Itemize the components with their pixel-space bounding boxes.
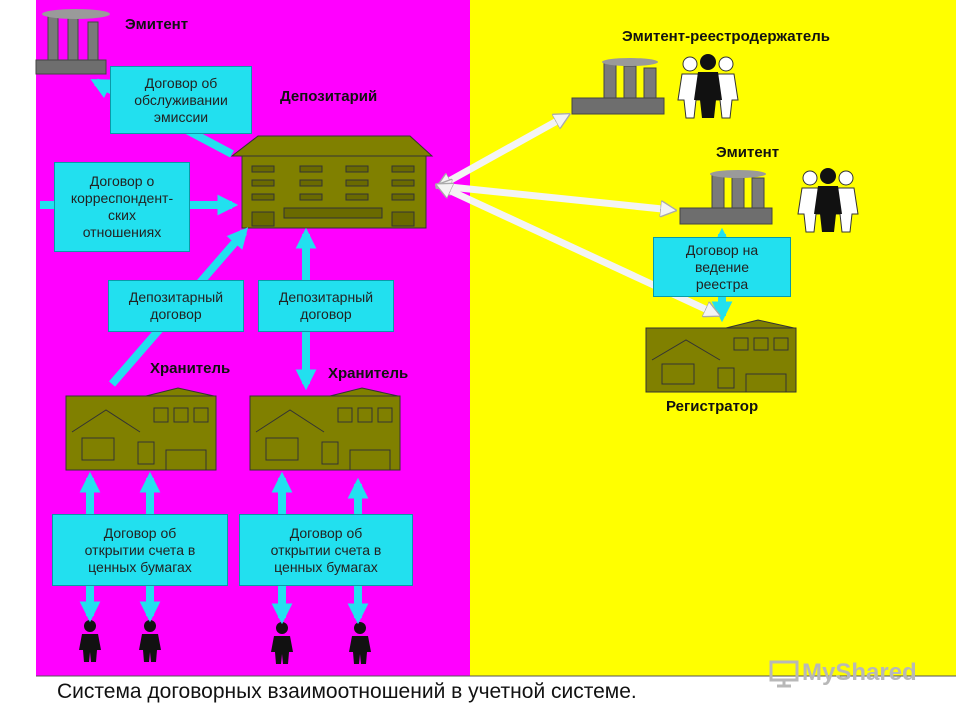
- factory-icon: [571, 58, 665, 115]
- custodian-1-label: Хранитель: [150, 360, 231, 377]
- account-opening-contract-box: Договор об открытии счета в ценных бумаг…: [52, 514, 228, 586]
- arrow-icon: [440, 116, 566, 186]
- factory-icon: [35, 9, 110, 75]
- issue-service-contract-box: Договор об обслуживании эмиссии: [110, 66, 252, 134]
- issuer-top-label: Эмитент: [125, 16, 189, 33]
- depository-building-icon: [230, 135, 434, 229]
- watermark: MyShared: [768, 658, 917, 688]
- person-icon: [139, 620, 161, 662]
- custodian-2-label: Хранитель: [328, 365, 409, 382]
- presentation-icon: [769, 660, 799, 688]
- depository-contract-box: Депозитарный договор: [108, 280, 244, 332]
- house-icon: [65, 387, 217, 471]
- account-opening-contract-box: Договор об открытии счета в ценных бумаг…: [239, 514, 413, 586]
- correspondent-contract-box: Договор о корреспондент- ских отношениях: [54, 162, 190, 252]
- people-group-icon: [797, 168, 859, 233]
- issuer-right-label: Эмитент: [716, 144, 780, 161]
- person-icon: [349, 622, 371, 664]
- registry-maintenance-contract-box: Договор на ведение реестра: [653, 237, 791, 297]
- house-icon: [645, 319, 797, 393]
- depository-label: Депозитарий: [280, 88, 378, 105]
- issuer-registrar-holder-label: Эмитент-реестродержатель: [622, 28, 830, 45]
- people-group-icon: [677, 54, 739, 119]
- person-icon: [271, 622, 293, 664]
- registrar-label: Регистратор: [666, 398, 759, 415]
- slide-caption: Система договорных взаимоотношений в уче…: [57, 680, 637, 703]
- watermark-text: MyShared: [802, 659, 917, 686]
- house-icon: [249, 387, 401, 471]
- person-icon: [79, 620, 101, 662]
- depository-contract-box: Депозитарный договор: [258, 280, 394, 332]
